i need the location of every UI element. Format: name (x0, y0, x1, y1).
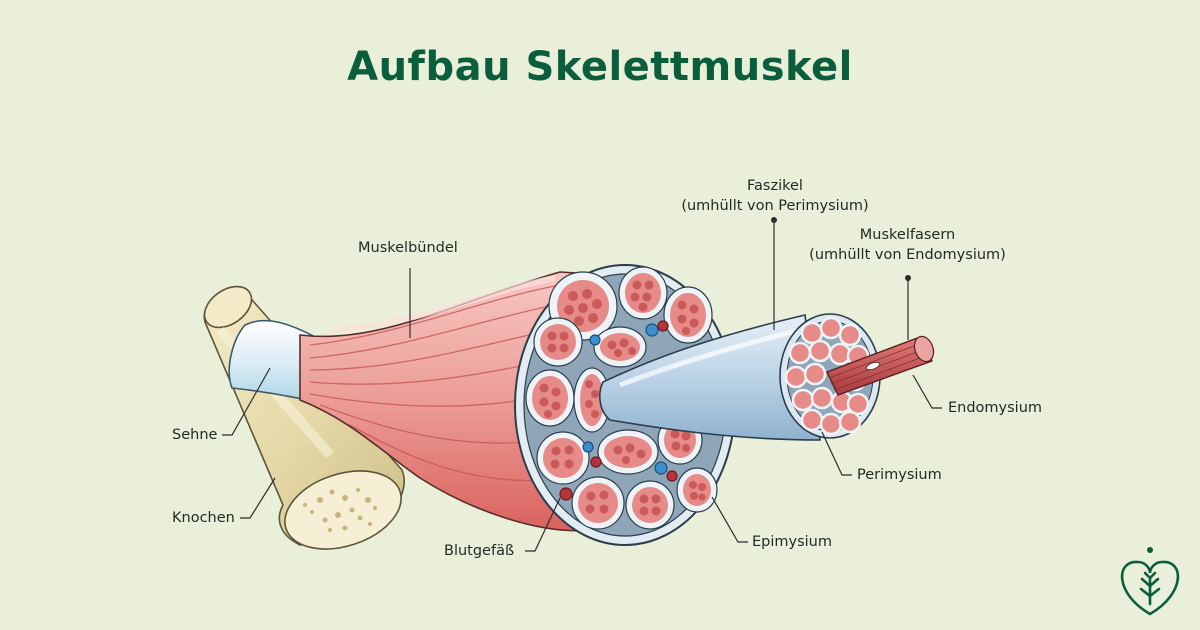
label-knochen: Knochen (172, 510, 235, 526)
label-epimysium: Epimysium (752, 534, 832, 550)
label-perimysium: Perimysium (857, 467, 942, 483)
label-faszikel: Faszikel (umhüllt von Perimysium) (660, 176, 890, 216)
bone-marrow-texture (303, 488, 377, 532)
label-sehne: Sehne (172, 427, 218, 443)
label-muskelfasern: Muskelfasern (umhüllt von Endomysium) (795, 225, 1020, 265)
page-title: Aufbau Skelettmuskel (347, 44, 853, 90)
label-muskelbuendel: Muskelbündel (358, 240, 458, 256)
leaf-heart-logo-icon (1120, 547, 1180, 616)
label-muskelfasern-title: Muskelfasern (859, 227, 956, 243)
label-endomysium: Endomysium (948, 400, 1043, 416)
label-blutgefaess: Blutgefäß (444, 543, 515, 559)
muscle-cross-section (514, 264, 736, 546)
blood-vessels (559, 320, 678, 501)
leader-lines (222, 220, 942, 552)
muscle-fiber-illustration (826, 335, 935, 396)
label-faszikel-title: Faszikel (747, 178, 803, 194)
label-muskelfasern-subtitle: (umhüllt von Endomysium) (809, 247, 1006, 263)
label-faszikel-subtitle: (umhüllt von Perimysium) (681, 198, 869, 214)
